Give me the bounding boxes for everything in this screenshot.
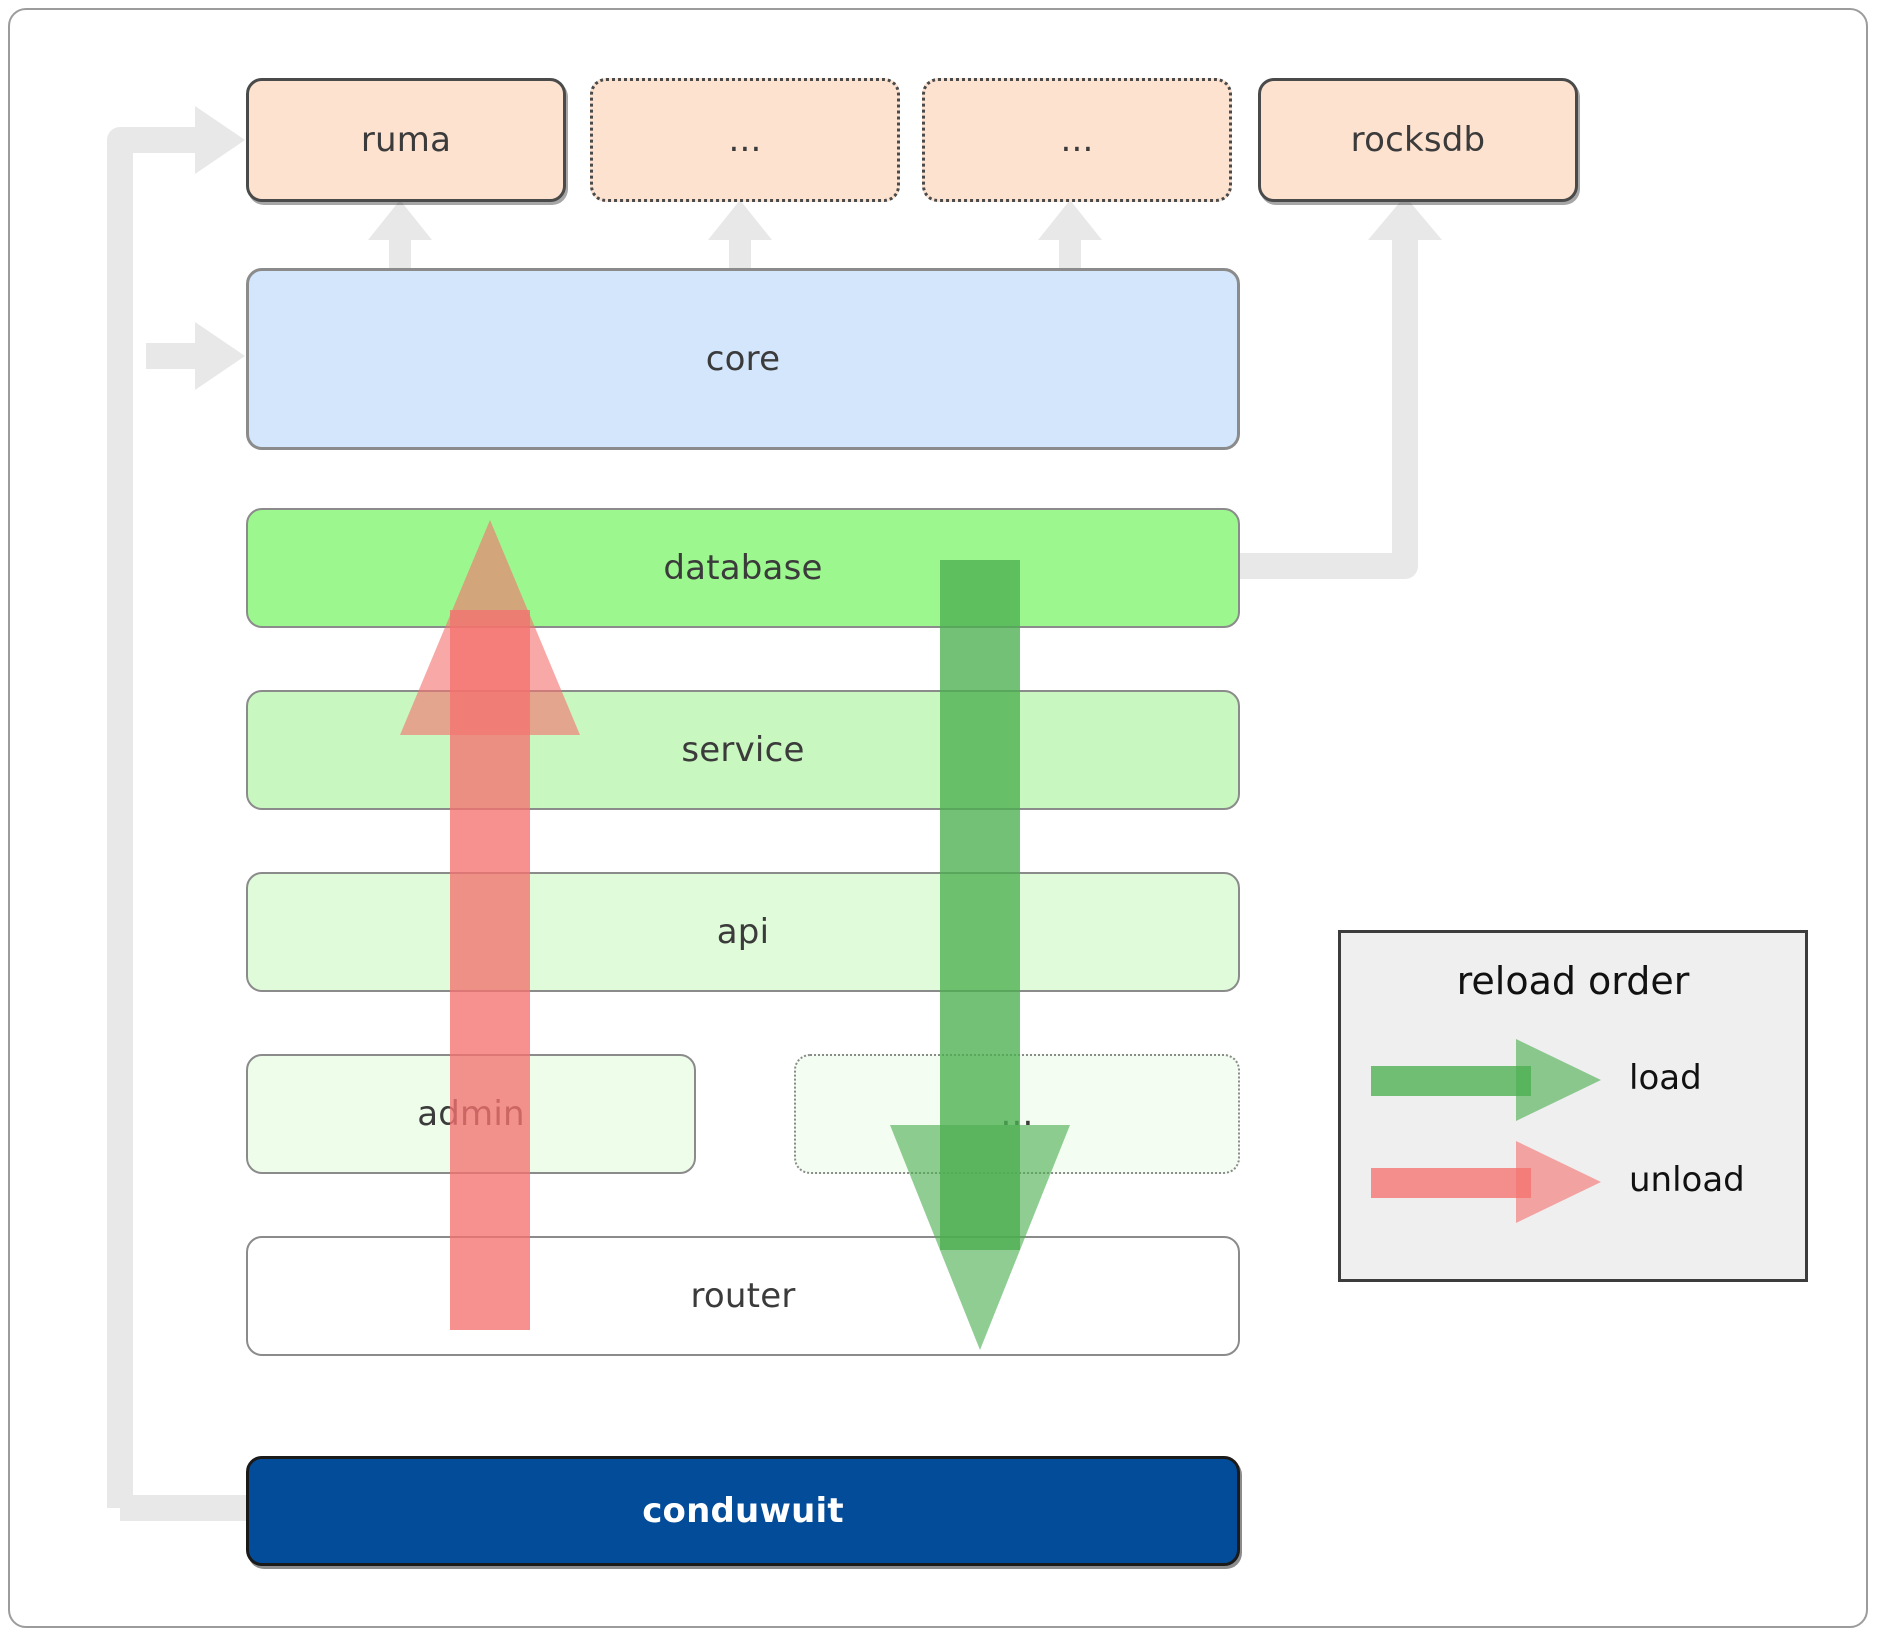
node-rocksdb[interactable]: rocksdb: [1258, 78, 1578, 202]
node-service[interactable]: service: [246, 690, 1240, 810]
node-dep-placeholder-2[interactable]: ...: [922, 78, 1232, 202]
node-admin[interactable]: admin: [246, 1054, 696, 1174]
legend-title: reload order: [1456, 959, 1690, 1003]
node-ruma[interactable]: ruma: [246, 78, 566, 202]
node-router[interactable]: router: [246, 1236, 1240, 1356]
node-dep-placeholder-1[interactable]: ...: [590, 78, 900, 202]
node-database-label: database: [663, 548, 823, 588]
node-service-label: service: [681, 730, 805, 770]
legend-load-arrow: [1371, 1039, 1601, 1121]
node-ruma-label: ruma: [360, 120, 452, 160]
node-layer-placeholder[interactable]: ...: [794, 1054, 1240, 1174]
node-admin-label: admin: [417, 1094, 525, 1134]
node-api-label: api: [716, 912, 770, 952]
node-conduwuit-label: conduwuit: [642, 1491, 844, 1531]
node-dep-placeholder-2-label: ...: [1060, 120, 1094, 160]
node-rocksdb-label: rocksdb: [1350, 120, 1486, 160]
node-core[interactable]: core: [246, 268, 1240, 450]
legend-unload-arrow: [1371, 1141, 1601, 1223]
node-database[interactable]: database: [246, 508, 1240, 628]
node-router-label: router: [690, 1276, 796, 1316]
node-conduwuit[interactable]: conduwuit: [246, 1456, 1240, 1566]
node-layer-placeholder-label: ...: [1000, 1094, 1034, 1134]
node-core-label: core: [705, 339, 781, 379]
legend-load-label: load: [1629, 1058, 1702, 1098]
legend-unload-label: unload: [1629, 1160, 1745, 1200]
node-dep-placeholder-1-label: ...: [728, 120, 762, 160]
legend-panel: reload order load unload: [1338, 930, 1808, 1282]
node-api[interactable]: api: [246, 872, 1240, 992]
